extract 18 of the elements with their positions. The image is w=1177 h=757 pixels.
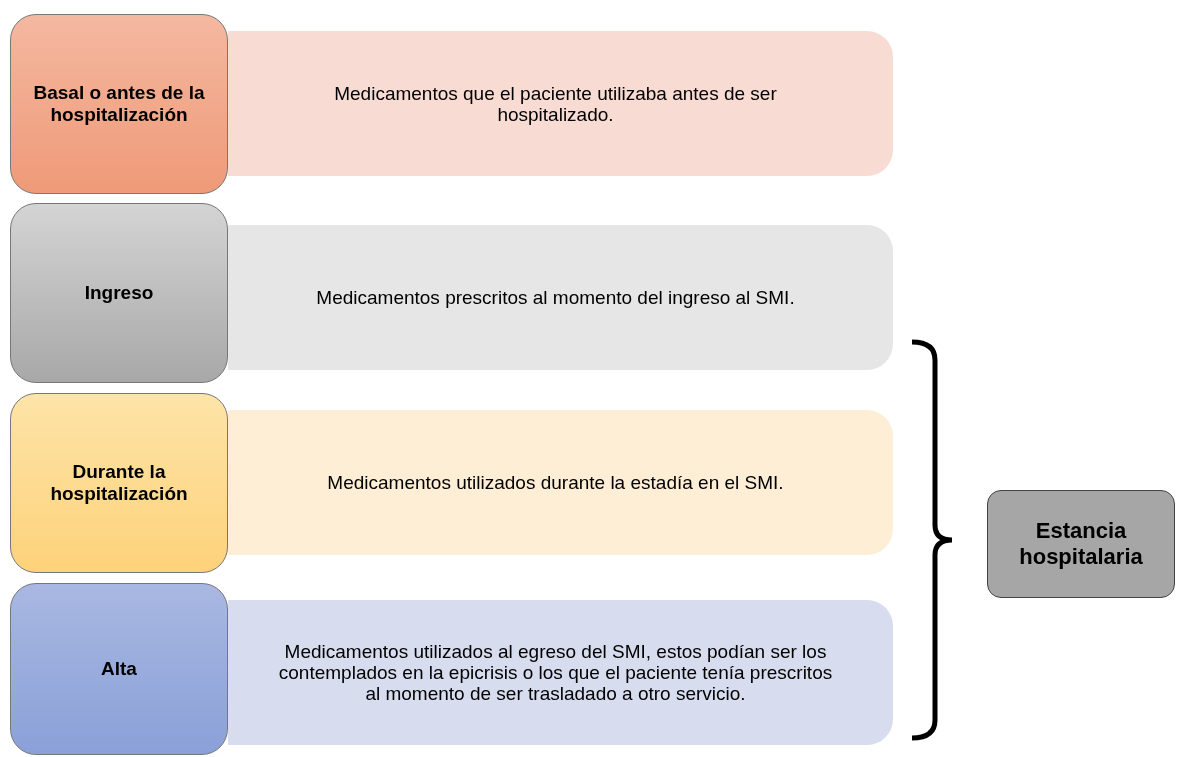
description-box: [228, 225, 893, 370]
stage-box: [10, 14, 228, 194]
description-text: Medicamentos que el paciente utilizaba antes de ser hospitalizado.: [333, 82, 778, 125]
description-text: Medicamentos utilizados durante la estadía en el SMI.: [327, 472, 784, 493]
group-box: [987, 490, 1175, 598]
stage-box: [10, 583, 228, 755]
stage-label: Ingreso: [84, 282, 154, 304]
description-text: Medicamentos prescritos al momento del ingreso al SMI.: [316, 287, 795, 308]
stage-label: Estancia hospitalaria: [1018, 518, 1144, 570]
stage-label: Durante la hospitalización: [49, 461, 189, 505]
description-text: Medicamentos utilizados al egreso del SMI, estos podían ser los contemplados en la epicrisis o los que el paciente tenía prescritos al momento de ser trasladado a otro servicio.: [278, 641, 833, 704]
description-box: [228, 600, 893, 745]
description-box: [228, 410, 893, 555]
stage-box: [10, 203, 228, 383]
stage-box: [10, 393, 228, 573]
description-box: [228, 31, 893, 176]
stage-label: Alta: [101, 658, 137, 680]
stage-label: Basal o antes de la hospitalización: [32, 82, 206, 126]
